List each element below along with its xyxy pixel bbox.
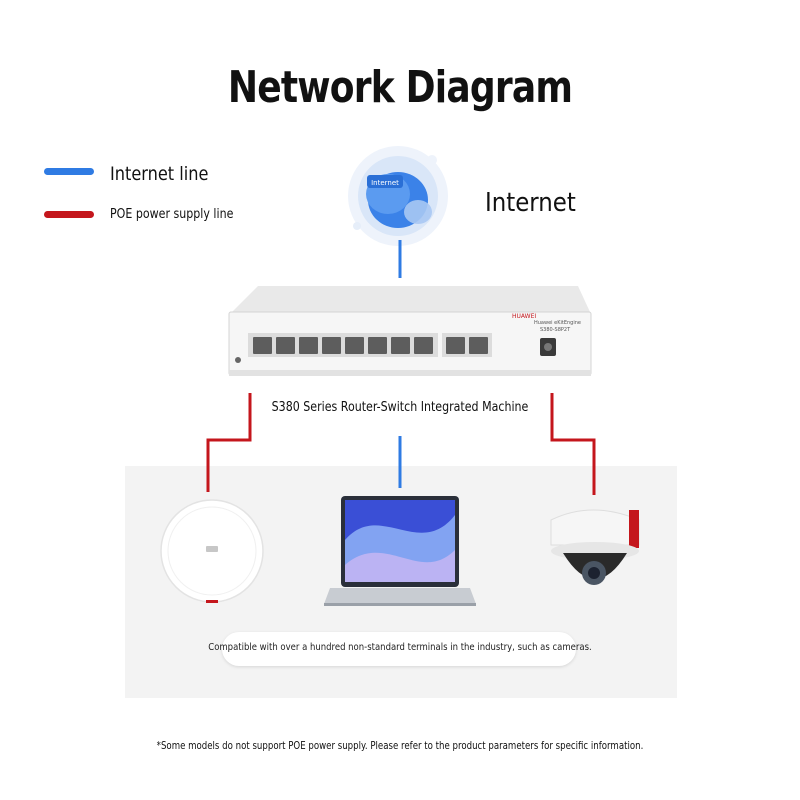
wifi-access-point-icon: [160, 499, 264, 603]
cloud-icon: [348, 146, 448, 246]
footnote: *Some models do not support POE power su…: [156, 740, 644, 752]
switch-model-line1: Huawei eKitEngine: [534, 320, 581, 326]
switch-device: [228, 286, 592, 376]
laptop-icon: [324, 496, 476, 606]
switch-caption: S380 Series Router-Switch Integrated Mac…: [271, 400, 529, 415]
switch-ports: [235, 333, 556, 363]
internet-label: Internet: [485, 188, 576, 218]
switch-brand: HUAWEI: [512, 313, 536, 320]
legend-label-internet: Internet line: [110, 163, 209, 185]
legend-swatch-poe: [44, 211, 94, 218]
switch-model-line2: S380-S8P2T: [540, 327, 571, 333]
page-title: Network Diagram: [227, 62, 573, 113]
compat-note-pill: [222, 632, 576, 666]
legend-swatch-internet: [44, 168, 94, 175]
poe-line-right: [550, 393, 596, 495]
legend-label-poe: POE power supply line: [110, 207, 234, 222]
dome-camera-icon: [550, 509, 640, 585]
cloud-icon-label: Internet: [371, 179, 399, 187]
poe-line-left: [206, 393, 252, 492]
compat-note-text: Compatible with over a hundred non-stand…: [208, 642, 592, 653]
